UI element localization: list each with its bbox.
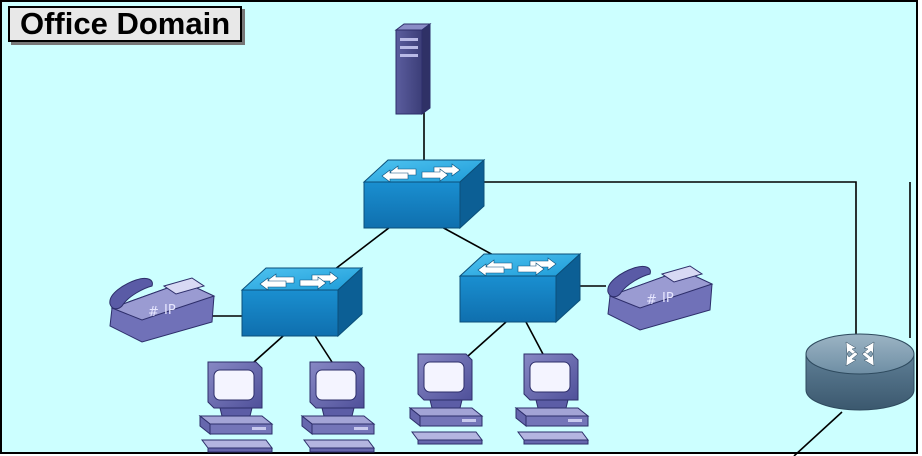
right-switch-icon[interactable] xyxy=(459,253,581,323)
workstation-icon-2[interactable] xyxy=(301,361,375,453)
router-icon[interactable] xyxy=(805,333,915,411)
left-switch-icon[interactable] xyxy=(241,267,363,337)
workstation-icon-1[interactable] xyxy=(199,361,273,453)
ip-phone-right-icon[interactable]: IP xyxy=(607,265,713,331)
link-right-pc4 xyxy=(525,321,545,357)
link-router-external xyxy=(793,411,843,456)
link-core-router xyxy=(484,181,857,342)
link-core-left xyxy=(325,223,395,277)
core-switch-icon[interactable] xyxy=(363,159,485,229)
server-icon[interactable] xyxy=(394,23,432,115)
workstation-icon-3[interactable] xyxy=(409,353,483,445)
ip-phone-right-label: IP xyxy=(662,291,674,306)
link-right-pc3 xyxy=(467,321,507,357)
workstation-icon-4[interactable] xyxy=(515,353,589,445)
network-links xyxy=(212,112,911,456)
ip-phone-left-icon[interactable]: IP xyxy=(109,277,215,343)
ip-phone-left-label: IP xyxy=(164,303,176,318)
domain-title: Office Domain xyxy=(8,6,243,42)
